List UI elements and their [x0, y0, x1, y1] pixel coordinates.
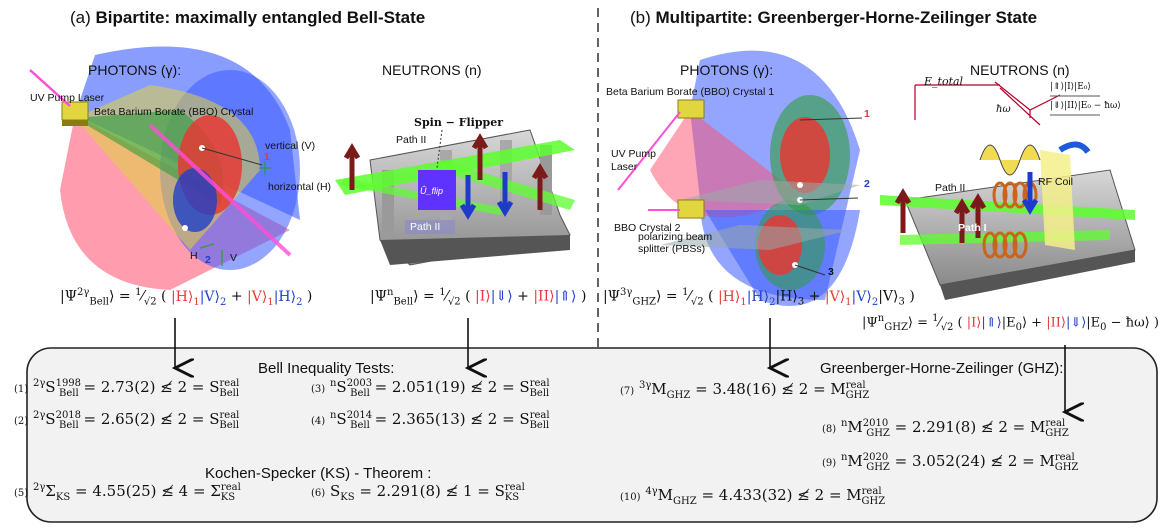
bound-5: 4	[178, 482, 189, 500]
photon-cones-a	[29, 46, 300, 290]
hbar-omega-label: ħω	[996, 104, 1011, 115]
vertical-label: vertical (V)	[265, 140, 316, 152]
bound-7: 2	[798, 380, 809, 398]
year-4: 2014	[346, 410, 373, 421]
bound-9: 2	[1007, 452, 1018, 470]
pbs-label-1: polarizing beam	[638, 231, 713, 243]
path2-label-b: Path II	[935, 182, 966, 194]
bell-tests-title: Bell Inequality Tests:	[258, 360, 395, 377]
v-label: V	[230, 252, 238, 264]
panel-b-bold-title: Multipartite: Greenberger-Horne-Zeilinge…	[655, 8, 1038, 27]
etotal-label: E_total	[924, 75, 964, 88]
path2-label-top: Path II	[396, 134, 427, 146]
photon-2-marker-b: 2	[864, 178, 870, 190]
ref-8: (8)	[822, 424, 837, 435]
photons-label-a: PHOTONS (γ):	[88, 62, 182, 78]
value-7: 3.48(16)	[712, 380, 777, 398]
value-3: 2.051(19)	[391, 378, 466, 396]
uflip-label: Û_flip	[420, 186, 444, 196]
ref-10: (10)	[620, 492, 641, 503]
result-8: (8) nM2010GHZ = 2.291(8) ≰ 2 = MrealGHZ	[822, 418, 1069, 439]
h-label: H	[190, 250, 198, 262]
bell-photon-state: |Ψ2γBell⟩ = 1⁄√2 ( |H⟩1|V⟩2 + |V⟩1|H⟩2 )	[60, 287, 313, 308]
result-4: (4) nS2014Bell = 2.365(13) ≰ 2 = SrealBe…	[311, 410, 550, 431]
photon-2-marker-a: 2	[205, 254, 211, 266]
path1-label-b: Path I	[958, 222, 987, 234]
path2-label-bottom: Path II	[410, 221, 441, 233]
results-box	[26, 347, 1158, 523]
ref-9: (9)	[822, 458, 837, 469]
bbo-label-a: Beta Barium Borate (BBO) Crystal	[94, 106, 254, 118]
result-1: (1) 2γS1998Bell = 2.73(2) ≰ 2 = SrealBel…	[14, 378, 240, 399]
level-up-label: |⇑⟩|I⟩|E₀⟩	[1050, 82, 1091, 92]
year-3: 2003	[346, 378, 373, 389]
panel-b-prefix: (b)	[630, 8, 656, 27]
ref-6: (6)	[311, 488, 326, 499]
value-1: 2.73(2)	[100, 378, 156, 396]
bound-10: 2	[814, 486, 825, 504]
ref-1: (1)	[14, 384, 29, 395]
ks-title: Kochen-Specker (KS) - Theorem :	[205, 465, 432, 482]
value-8: 2.291(8)	[912, 418, 977, 436]
neutrons-label-b: NEUTRONS (n)	[970, 62, 1070, 78]
panel-a-prefix: (a)	[70, 8, 96, 27]
value-10: 4.433(32)	[718, 486, 793, 504]
year-2: 2018	[55, 410, 82, 421]
panel-b-title: (b) Multipartite: Greenberger-Horne-Zeil…	[630, 8, 1037, 28]
ref-3: (3)	[311, 384, 326, 395]
bound-1: 2	[177, 378, 188, 396]
bound-2: 2	[177, 410, 188, 428]
bound-4: 2	[487, 410, 498, 428]
year-1: 1998	[55, 378, 82, 389]
result-7: (7) 3γMGHZ = 3.48(16) ≰ 2 = MrealGHZ	[620, 380, 870, 401]
spin-flipper-label: Spin − Flipper	[414, 116, 504, 129]
ghz-neutron-state: |ΨnGHZ⟩ = 1⁄√2 ( |I⟩|⇑⟩|E0⟩ + |II⟩|⇓⟩|E0…	[862, 313, 1159, 333]
value-2: 2.65(2)	[100, 410, 156, 428]
photons-label-b: PHOTONS (γ):	[680, 62, 774, 78]
ref-2: (2)	[14, 416, 29, 427]
ref-4: (4)	[311, 416, 326, 427]
year-8: 2010	[862, 418, 889, 429]
ref-7: (7)	[620, 386, 635, 397]
photon-3-marker-b: 3	[828, 266, 834, 278]
value-9: 3.052(24)	[912, 452, 986, 470]
uv-pump-label-b2: Laser	[611, 161, 638, 173]
ghz-photon-state: |Ψ3γGHZ⟩ = 1⁄√2 ( |H⟩1|H⟩2|H⟩3 + |V⟩1|V⟩…	[603, 287, 915, 308]
value-6: 2.291(8)	[376, 482, 441, 500]
year-9: 2020	[862, 452, 889, 463]
ghz-title: Greenberger-Horne-Zeilinger (GHZ):	[820, 360, 1064, 377]
result-2: (2) 2γS2018Bell = 2.65(2) ≰ 2 = SrealBel…	[14, 410, 240, 431]
result-5: (5) 2γΣKS = 4.55(25) ≰ 4 = ΣrealKS	[14, 482, 241, 503]
photon-1-marker-a: 1	[264, 151, 270, 163]
result-10: (10) 4γMGHZ = 4.433(32) ≰ 2 = MrealGHZ	[620, 486, 886, 507]
pbs-label-2: splitter (PBSs)	[638, 243, 706, 255]
value-4: 2.365(13)	[391, 410, 466, 428]
ref-5: (5)	[14, 488, 29, 499]
bbo1-label: Beta Barium Borate (BBO) Crystal 1	[606, 86, 775, 98]
result-6: (6) SKS = 2.291(8) ≰ 1 = SrealKS	[311, 482, 525, 503]
bound-3: 2	[487, 378, 498, 396]
uv-pump-label-a: UV Pump Laser	[30, 92, 105, 104]
horizontal-label: horizontal (H)	[268, 181, 332, 193]
bell-neutron-state: |ΨnBell⟩ = 1⁄√2 ( |I⟩|⇓⟩ + |II⟩|⇑⟩ )	[370, 287, 587, 308]
bound-8: 2	[998, 418, 1008, 436]
result-3: (3) nS2003Bell = 2.051(19) ≰ 2 = SrealBe…	[311, 378, 550, 399]
photon-1-marker-b: 1	[864, 108, 870, 120]
rf-coil-label: RF Coil	[1038, 176, 1074, 188]
neutron-interferometer-a	[335, 129, 575, 266]
result-9: (9) nM2020GHZ = 3.052(24) ≰ 2 = MrealGHZ	[822, 452, 1079, 473]
neutrons-label-a: NEUTRONS (n)	[382, 62, 482, 78]
photon-cones-b	[617, 50, 863, 306]
bound-6: 1	[462, 482, 473, 500]
panel-a-bold-title: Bipartite: maximally entangled Bell-Stat…	[95, 8, 426, 27]
neutron-setup-b	[880, 81, 1136, 300]
uv-pump-label-b1: UV Pump	[611, 148, 656, 160]
panel-a-title: (a) Bipartite: maximally entangled Bell-…	[70, 8, 425, 28]
level-down-label: |⇓⟩|II⟩|E₀ − ħω⟩	[1050, 101, 1121, 111]
bbo2-label: BBO Crystal 2	[614, 222, 681, 234]
value-5: 4.55(25)	[92, 482, 157, 500]
